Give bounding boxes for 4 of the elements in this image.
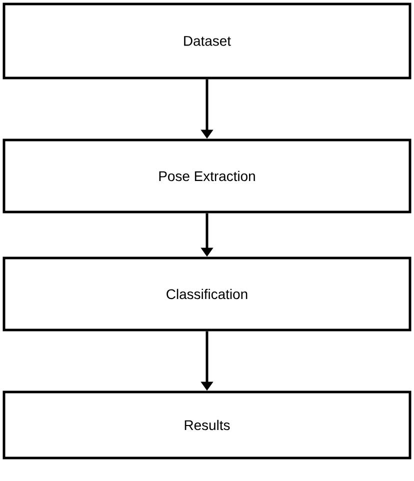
process-box: Classification [2,256,412,332]
process-box: Dataset [2,2,412,80]
process-box: Pose Extraction [2,138,412,214]
process-box: Results [2,390,412,460]
